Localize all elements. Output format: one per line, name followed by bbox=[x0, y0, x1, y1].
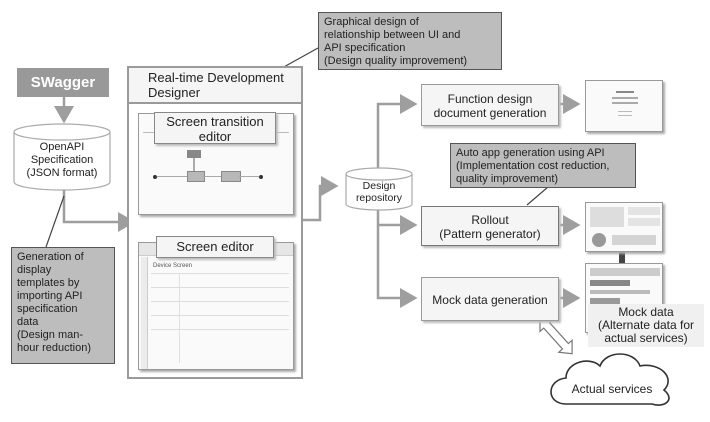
function-design-line: Function design bbox=[447, 92, 533, 106]
designer-title-line: Designer bbox=[148, 85, 201, 100]
repository-line: Design bbox=[362, 180, 396, 192]
designer-title-line: Real-time Development bbox=[148, 70, 284, 85]
callout-line: hour reduction) bbox=[17, 342, 91, 354]
leader-left-callout bbox=[45, 195, 65, 248]
openapi-spec-label: OpenAPI Specification (JSON format) bbox=[14, 141, 110, 180]
actual-services-text: Actual services bbox=[571, 382, 653, 396]
designer-title-bar bbox=[127, 66, 303, 104]
screen-editor-mock-title: Device Screen bbox=[153, 263, 193, 269]
function-design-document-thumbnail bbox=[585, 80, 663, 132]
mock-generation-box: Mock data generation bbox=[421, 277, 559, 321]
callout-design-quality: Graphical design of relationship between… bbox=[318, 12, 502, 70]
callout-line: specification bbox=[17, 303, 78, 315]
function-design-box: Function design document generation bbox=[421, 84, 559, 126]
transition-editor-line: Screen transition bbox=[166, 114, 264, 129]
hollow-double-arrow-icon bbox=[539, 317, 573, 355]
rollout-line: (Pattern generator) bbox=[439, 227, 541, 241]
callout-line: quality improvement) bbox=[456, 173, 559, 185]
leader-top-callout bbox=[281, 47, 319, 69]
rollout-app-thumbnail bbox=[585, 202, 663, 252]
mock-data-line: Mock data bbox=[618, 305, 674, 319]
swagger-label: SWagger bbox=[30, 74, 96, 91]
arrow-openapi-to-designer bbox=[62, 188, 136, 232]
repository-line: repository bbox=[355, 192, 403, 204]
rollout-box: Rollout (Pattern generator) bbox=[421, 206, 559, 246]
arrow-designer-to-repository bbox=[302, 176, 339, 222]
function-design-line: document generation bbox=[433, 106, 547, 120]
screen-editor-text: Screen editor bbox=[176, 239, 254, 254]
mock-data-caption: Mock data (Alternate data for actual ser… bbox=[588, 304, 704, 347]
transition-editor-line: editor bbox=[198, 129, 232, 144]
openapi-cylinder-shape bbox=[13, 123, 111, 191]
openapi-line: (JSON format) bbox=[26, 167, 98, 179]
mock-data-line: actual services) bbox=[604, 331, 688, 345]
swagger-box: SWagger bbox=[17, 68, 109, 97]
mock-generation-text: Mock data generation bbox=[432, 293, 548, 307]
screen-editor-thumbnail: Device Screen bbox=[138, 242, 294, 370]
repository-cylinder-shape bbox=[345, 167, 413, 211]
designer-title: Real-time Development Designer bbox=[148, 70, 300, 100]
arrow-repository-to-mock-generation bbox=[376, 204, 418, 308]
openapi-line: OpenAPI bbox=[39, 141, 85, 153]
callout-implementation-cost: Auto app generation using API (Implement… bbox=[450, 143, 636, 188]
callout-line: display bbox=[17, 264, 52, 276]
actual-services-label: Actual services bbox=[550, 382, 674, 396]
callout-line: relationship between UI and bbox=[324, 29, 461, 41]
screen-editor-label: Screen editor bbox=[156, 236, 274, 258]
callout-line: data bbox=[17, 316, 39, 328]
leader-right-callout bbox=[526, 186, 549, 206]
callout-line: Graphical design of bbox=[324, 16, 419, 28]
cloud-icon bbox=[550, 353, 670, 406]
callout-line: API specification bbox=[324, 42, 406, 54]
callout-design-man-hour: Generation of display templates by impor… bbox=[11, 247, 115, 364]
callout-line: importing API bbox=[17, 290, 83, 302]
mock-data-line: (Alternate data for bbox=[597, 318, 695, 332]
callout-line: (Design man- bbox=[17, 329, 84, 341]
callout-line: (Design quality improvement) bbox=[324, 55, 468, 67]
callout-line: Auto app generation using API bbox=[456, 147, 605, 159]
design-repository-label: Design repository bbox=[346, 180, 412, 204]
callout-line: (Implementation cost reduction, bbox=[456, 160, 610, 172]
openapi-line: Specification bbox=[30, 154, 94, 166]
arrow-repository-to-function-design bbox=[376, 94, 418, 188]
rollout-line: Rollout bbox=[471, 213, 509, 227]
callout-line: Generation of bbox=[17, 251, 84, 263]
callout-line: templates by bbox=[17, 277, 80, 289]
screen-transition-editor-label: Screen transition editor bbox=[154, 112, 276, 144]
